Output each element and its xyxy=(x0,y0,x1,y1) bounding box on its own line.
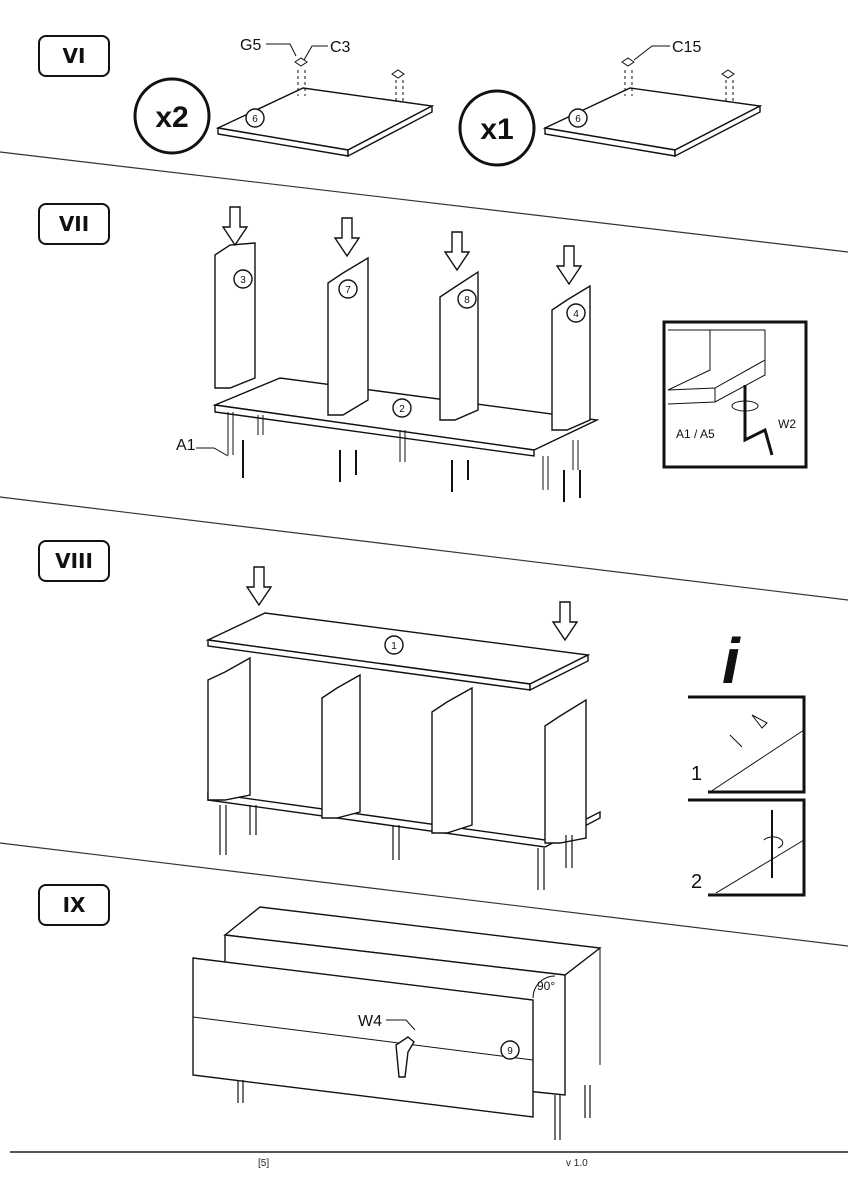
diagram-line xyxy=(338,279,358,299)
diagram-label: 1 xyxy=(691,763,702,785)
version-label: v 1.0 xyxy=(566,1158,588,1169)
diagram-line xyxy=(621,57,735,79)
step9-illustration: 9 90° W4 xyxy=(192,906,602,1140)
diagram-label: 90° xyxy=(537,979,555,993)
diagram-line xyxy=(551,284,591,431)
diagram-label: 8 xyxy=(464,295,470,306)
diagram-line xyxy=(439,270,479,421)
diagram-line xyxy=(566,303,586,323)
diagram-line xyxy=(457,289,477,309)
diagram-line xyxy=(715,839,805,894)
down-arrow-icon xyxy=(443,231,471,272)
tool-label-w4: W4 xyxy=(358,1013,382,1030)
diagram-line xyxy=(219,805,573,890)
diagram-label: A1 / A5 xyxy=(676,427,715,441)
diagram-line xyxy=(233,269,253,289)
step-label-vi: VI xyxy=(38,35,110,77)
part-label-c15: C15 xyxy=(672,39,701,56)
down-arrow-icon xyxy=(551,601,579,642)
diagram-label: 2 xyxy=(399,404,405,415)
down-arrow-icon xyxy=(245,566,273,607)
part-label-g5: G5 xyxy=(240,37,261,54)
rotate-icon xyxy=(763,836,784,849)
door-panel xyxy=(192,957,534,1118)
diagram-line xyxy=(731,400,759,412)
divider xyxy=(0,496,848,601)
diagram-label: 7 xyxy=(345,285,351,296)
diagram-line xyxy=(674,104,761,158)
diagram-line xyxy=(568,108,588,128)
diagram-line xyxy=(196,447,229,457)
step8-illustration: 1 i 1 2 xyxy=(205,566,806,897)
quantity-circle xyxy=(458,89,536,167)
down-arrow-icon xyxy=(555,245,583,286)
diagram-line xyxy=(214,242,256,389)
diagram-line xyxy=(347,104,433,158)
diagram-line xyxy=(242,440,581,502)
footer-divider xyxy=(10,1151,848,1153)
tip-panel-1 xyxy=(688,695,806,794)
part-marker xyxy=(245,108,265,128)
quantity-label: x2 xyxy=(155,101,188,134)
diagram-line xyxy=(729,714,768,748)
diagram-line xyxy=(529,653,589,692)
info-icon: i xyxy=(722,625,741,697)
step-label-viii: VIII xyxy=(38,540,110,582)
diagram-line xyxy=(431,686,473,834)
diagram-line xyxy=(294,57,405,79)
diagram-line xyxy=(237,1080,591,1140)
diagram-label: 6 xyxy=(575,114,581,125)
diagram-label: 2 xyxy=(691,871,702,893)
diagram-line xyxy=(532,975,556,999)
diagram-label: 1 xyxy=(391,641,397,652)
diagram-line xyxy=(386,1019,416,1031)
diagram-line xyxy=(392,398,412,418)
diagram-label: x1 xyxy=(480,113,513,146)
diagram-label: 6 xyxy=(252,114,258,125)
page-number: [5] xyxy=(258,1158,270,1169)
divider xyxy=(0,151,848,253)
diagram-line xyxy=(500,1040,520,1060)
diagram-line xyxy=(266,43,297,57)
part-label-c3: C3 xyxy=(330,39,351,56)
diagram-line xyxy=(633,45,670,61)
quantity-circle xyxy=(133,77,211,155)
part-label-a1: A1 xyxy=(176,437,196,454)
step-label-ix: IX xyxy=(38,884,110,926)
diagram-line xyxy=(743,420,774,456)
inset-leg-adjust xyxy=(662,320,808,469)
screwdriver-icon xyxy=(395,1036,415,1078)
diagram-line xyxy=(544,698,587,844)
diagram-line xyxy=(667,329,766,405)
diagram-line xyxy=(303,45,328,61)
step6-illustration: x2 6 G5 C3 x1 6 C15 xyxy=(133,37,763,167)
divider xyxy=(0,842,848,947)
diagram-line xyxy=(384,635,404,655)
diagram-label: 3 xyxy=(240,275,246,286)
diagram-line xyxy=(321,673,361,819)
diagram-label: W2 xyxy=(778,417,796,431)
tip-panel-2 xyxy=(688,798,806,897)
step-label-vii: VII xyxy=(38,203,110,245)
diagram-line xyxy=(214,404,535,457)
diagram-label: 4 xyxy=(573,309,579,320)
diagram-line xyxy=(192,1016,534,1061)
down-arrow-icon xyxy=(333,217,361,258)
diagram-label: 9 xyxy=(507,1046,513,1057)
down-arrow-icon xyxy=(221,206,249,247)
diagram-line xyxy=(709,729,805,793)
diagram-line xyxy=(207,792,601,848)
diagram-line xyxy=(327,256,369,416)
diagram-line xyxy=(207,656,251,801)
step7-illustration: 3 7 8 4 2 A1 A1 / A5 W2 xyxy=(176,206,808,502)
